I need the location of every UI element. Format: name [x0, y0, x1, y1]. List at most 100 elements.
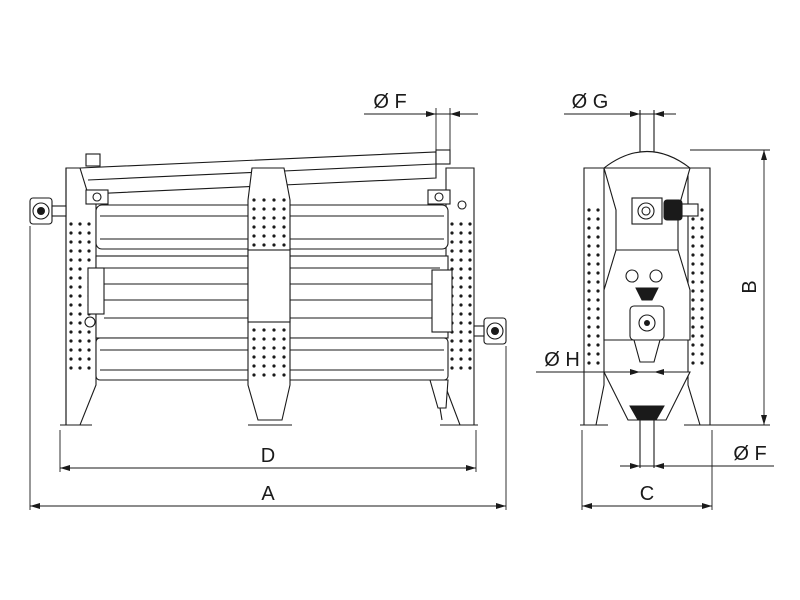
- dimension-F-top: Ø F: [364, 91, 478, 150]
- dimension-H: Ø H: [536, 349, 690, 375]
- perforation-hole: [700, 298, 704, 302]
- perforation-hole: [691, 235, 695, 239]
- dimension-A: A: [29, 226, 507, 510]
- perforation-hole: [272, 243, 276, 247]
- perforation-hole: [87, 348, 91, 352]
- perforation-hole: [468, 294, 472, 298]
- perforation-hole: [459, 222, 463, 226]
- perforation-hole: [78, 231, 82, 235]
- perforation-hole: [700, 361, 704, 365]
- perforation-hole: [252, 346, 256, 350]
- perforation-hole: [459, 330, 463, 334]
- perforation-hole: [262, 364, 266, 368]
- perforation-hole: [69, 366, 73, 370]
- dimension-A-label: A: [261, 483, 275, 505]
- left-motor: [29, 197, 67, 225]
- perforation-hole: [459, 249, 463, 253]
- perforation-hole: [78, 312, 82, 316]
- outlet-chute: [429, 379, 449, 421]
- perforation-hole: [282, 364, 286, 368]
- perforation-hole: [450, 249, 454, 253]
- dimension-F-top-label: Ø F: [373, 91, 406, 113]
- perforation-hole: [596, 352, 600, 356]
- perforation-hole: [700, 289, 704, 293]
- perforation-hole: [691, 334, 695, 338]
- perforation-hole: [468, 321, 472, 325]
- perforation-hole: [587, 280, 591, 284]
- perforation-hole: [252, 337, 256, 341]
- perforation-hole: [700, 334, 704, 338]
- perforation-hole: [691, 226, 695, 230]
- dimension-F-side: Ø F: [620, 443, 774, 469]
- perforation-hole: [69, 240, 73, 244]
- perforation-hole: [700, 262, 704, 266]
- perforation-hole: [262, 216, 266, 220]
- perforation-hole: [252, 198, 256, 202]
- dimension-B: B: [690, 149, 770, 426]
- perforation-hole: [700, 343, 704, 347]
- perforation-hole: [691, 289, 695, 293]
- perforation-hole: [272, 346, 276, 350]
- perforation-hole: [87, 357, 91, 361]
- perforation-hole: [450, 348, 454, 352]
- perforation-hole: [282, 234, 286, 238]
- perforation-hole: [691, 325, 695, 329]
- perforation-hole: [69, 303, 73, 307]
- perforation-hole: [596, 271, 600, 275]
- perforation-hole: [69, 258, 73, 262]
- perforation-hole: [700, 271, 704, 275]
- right-motor: [473, 317, 507, 345]
- perforation-hole: [468, 276, 472, 280]
- perforation-hole: [262, 337, 266, 341]
- perforation-hole: [459, 339, 463, 343]
- perforation-hole: [450, 240, 454, 244]
- perforation-hole: [459, 321, 463, 325]
- perforation-hole: [459, 267, 463, 271]
- perforation-hole: [69, 267, 73, 271]
- perforation-hole: [69, 321, 73, 325]
- perforation-hole: [78, 321, 82, 325]
- perforation-hole: [596, 235, 600, 239]
- perforation-hole: [468, 285, 472, 289]
- perforation-hole: [587, 253, 591, 257]
- perforation-hole: [459, 231, 463, 235]
- perforation-hole: [78, 348, 82, 352]
- perforation-hole: [596, 217, 600, 221]
- perforation-hole: [262, 373, 266, 377]
- perforation-hole: [69, 294, 73, 298]
- dimension-G: Ø G: [564, 91, 676, 117]
- perforation-hole: [691, 253, 695, 257]
- perforation-hole: [596, 226, 600, 230]
- perforation-hole: [587, 316, 591, 320]
- perforation-hole: [78, 285, 82, 289]
- perforation-hole: [468, 357, 472, 361]
- perforation-hole: [87, 222, 91, 226]
- perforation-hole: [468, 222, 472, 226]
- perforation-hole: [459, 348, 463, 352]
- perforation-hole: [691, 307, 695, 311]
- perforation-hole: [468, 240, 472, 244]
- perforation-hole: [87, 249, 91, 253]
- perforation-hole: [78, 240, 82, 244]
- bearing-blocks: [85, 189, 467, 210]
- perforation-hole: [272, 337, 276, 341]
- perforation-hole: [87, 366, 91, 370]
- perforation-hole: [78, 330, 82, 334]
- perforation-hole: [459, 258, 463, 262]
- side-left-post: [580, 167, 608, 426]
- perforation-hole: [252, 364, 256, 368]
- perforation-hole: [450, 366, 454, 370]
- perforation-hole: [700, 244, 704, 248]
- perforation-hole: [282, 216, 286, 220]
- perforation-hole: [69, 348, 73, 352]
- perforation-hole: [596, 262, 600, 266]
- perforation-hole: [596, 325, 600, 329]
- perforation-hole: [596, 316, 600, 320]
- perforation-hole: [691, 361, 695, 365]
- perforation-hole: [87, 258, 91, 262]
- perforation-hole: [69, 276, 73, 280]
- perforation-hole: [69, 312, 73, 316]
- dimension-H-label: Ø H: [544, 349, 580, 371]
- perforation-hole: [468, 258, 472, 262]
